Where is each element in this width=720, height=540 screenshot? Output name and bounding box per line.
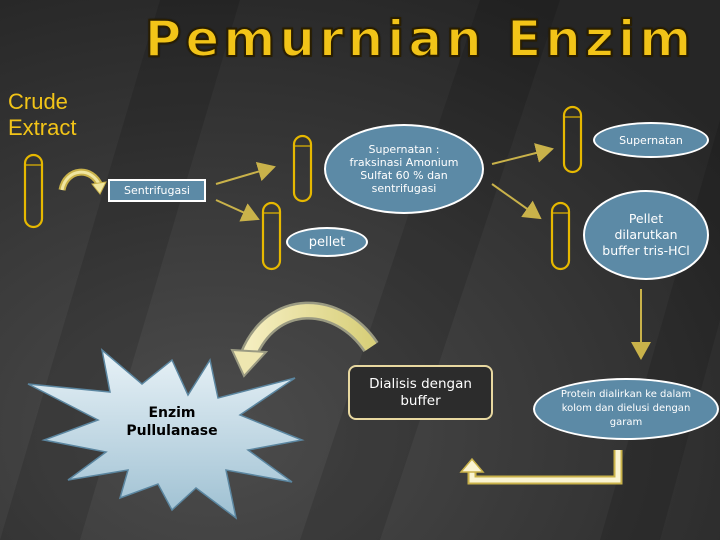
pellet-dilarutkan-node: Pellet dilarutkan buffer tris-HCl — [583, 190, 709, 280]
test-tube-icon — [292, 134, 313, 203]
test-tube-icon — [550, 201, 571, 271]
page-title: Pemurnian Enzim — [144, 9, 696, 69]
sentrifugasi-node: Sentrifugasi — [108, 179, 206, 202]
protein-kolom-node: Protein dialirkan ke dalam kolom dan die… — [533, 378, 719, 440]
test-tube-icon — [23, 153, 44, 229]
test-tube-icon — [562, 105, 583, 174]
dialisis-node: Dialisis dengan buffer — [348, 365, 493, 420]
pellet-node: pellet — [286, 227, 368, 257]
crude-extract-label: Crude Extract — [8, 89, 77, 140]
starburst-shape — [27, 348, 305, 520]
enzim-pullulanase-label: Enzim Pullulanase — [126, 405, 218, 439]
flow-arrows — [215, 143, 651, 360]
supernatan-fraksinasi-node: Supernatan : fraksinasi Amonium Sulfat 6… — [324, 124, 484, 214]
test-tube-icon — [261, 201, 282, 271]
supernatan-node: Supernatan — [593, 122, 709, 158]
